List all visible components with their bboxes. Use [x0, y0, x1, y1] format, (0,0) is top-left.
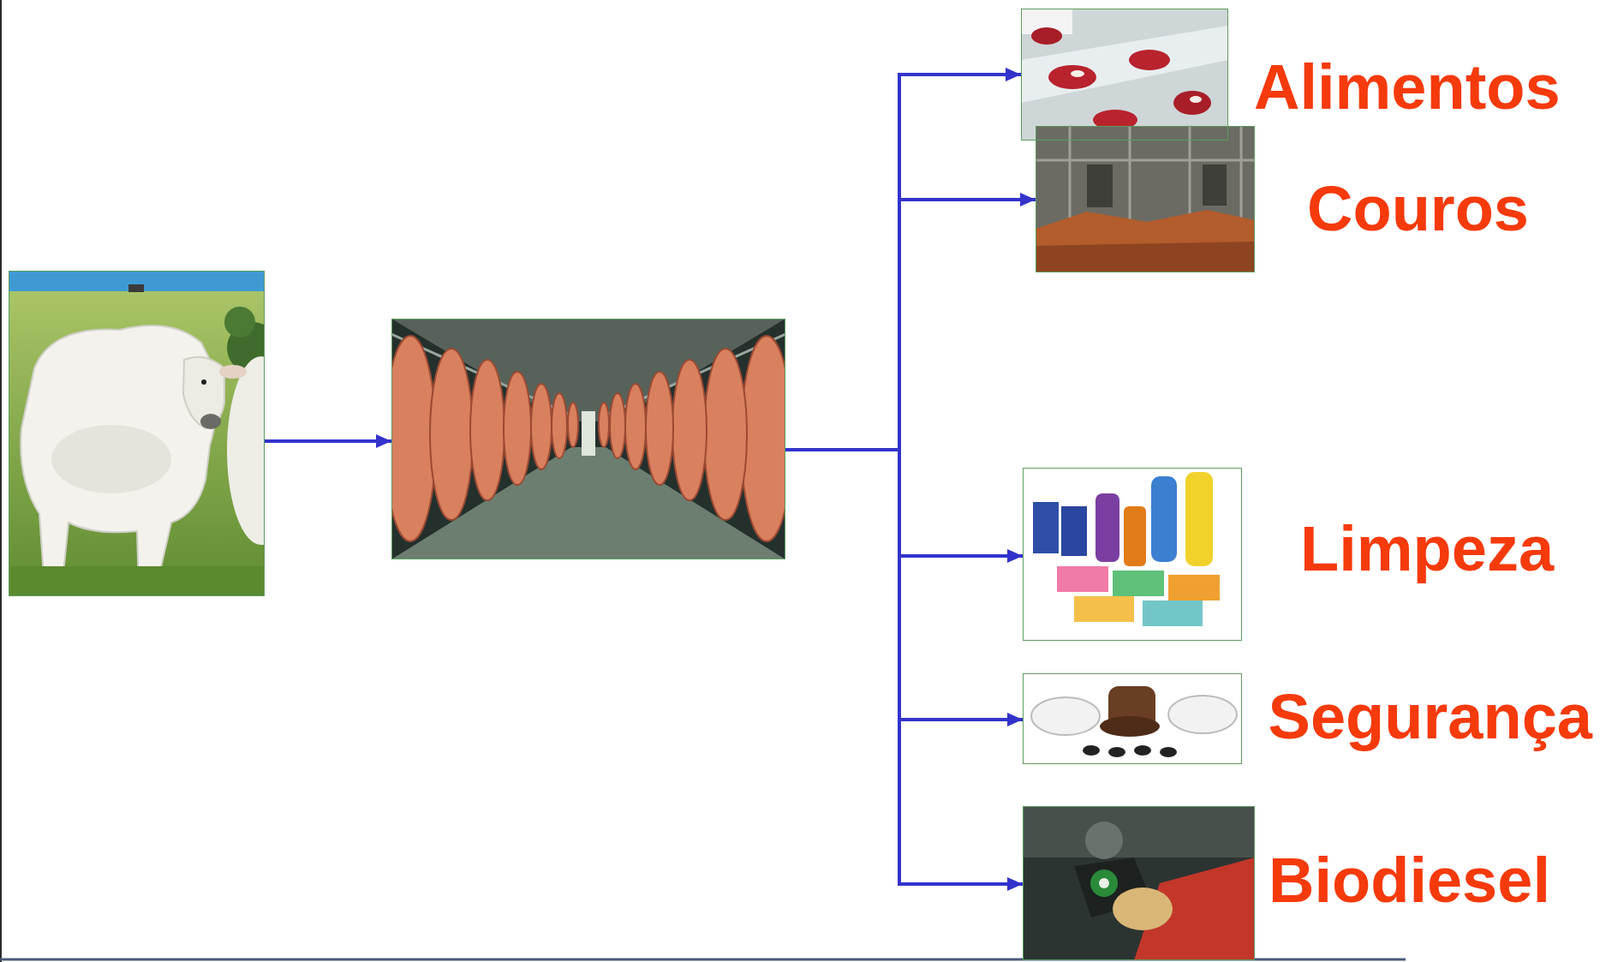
- shoes-background: [1022, 673, 1242, 765]
- carcass: [551, 393, 568, 459]
- product-label: Biodiesel: [1268, 843, 1551, 917]
- carcass: [429, 348, 473, 520]
- boot-sole: [1099, 716, 1160, 737]
- hut: [128, 284, 144, 293]
- bottle: [1185, 471, 1213, 567]
- carcass: [567, 402, 579, 448]
- car-panel: [1022, 805, 1255, 858]
- carcass-photo: [391, 318, 786, 560]
- food-background: [1020, 8, 1229, 141]
- flow-arrow: [785, 449, 1023, 720]
- frame-left-line: [0, 0, 2, 962]
- biodiesel-photo: Biodiesel: [1022, 805, 1255, 961]
- leather-photo: Couros: [1035, 125, 1255, 273]
- flow-arrow: [785, 199, 1036, 450]
- cow-photo: [8, 270, 265, 597]
- meat-cut: [1173, 90, 1212, 115]
- cow-shade: [51, 424, 172, 494]
- nozzle-ring: [1090, 869, 1118, 897]
- flow-arrow: [785, 449, 1023, 556]
- bottle: [1095, 493, 1120, 562]
- fuel-cap: [1085, 821, 1123, 860]
- cow-ear: [219, 364, 247, 379]
- carcass: [609, 393, 626, 459]
- carcass: [384, 335, 436, 542]
- cow-head: [183, 357, 225, 429]
- small-shoe: [1082, 745, 1100, 756]
- flow-arrow: [785, 74, 1021, 450]
- bottle: [1151, 476, 1177, 562]
- food-illustration: [1020, 8, 1229, 141]
- biodiesel-illustration: [1022, 805, 1255, 961]
- flow-arrow: [264, 439, 392, 443]
- carcass: [531, 383, 552, 470]
- rack: [1068, 125, 1072, 229]
- cow-eye: [201, 379, 207, 385]
- small-shoe: [1159, 746, 1177, 758]
- soap-bar: [1056, 566, 1109, 592]
- hanging-hide: [1202, 164, 1227, 206]
- leather-pile: [1035, 241, 1255, 273]
- carcass: [625, 383, 646, 470]
- cow-muzzle: [200, 413, 221, 430]
- pasture: [8, 291, 265, 597]
- car-background: [1022, 805, 1255, 961]
- meat-fat: [1189, 95, 1202, 103]
- soap-bar: [1112, 570, 1165, 597]
- carcass-row: [384, 335, 793, 542]
- soap-bar: [1142, 600, 1203, 627]
- carcass: [740, 335, 793, 542]
- bottle: [1123, 506, 1147, 567]
- leather-pile: [1035, 209, 1255, 273]
- cleaning-products-illustration: [1022, 467, 1242, 641]
- sky: [8, 270, 265, 292]
- white-shoe: [1031, 697, 1100, 735]
- powder-box: [1032, 501, 1059, 554]
- rack: [1035, 159, 1255, 162]
- white-shoe: [1168, 695, 1237, 734]
- meat-cut: [1048, 65, 1097, 90]
- carcass: [704, 348, 747, 520]
- cleaning-background: [1022, 467, 1242, 641]
- carcass: [503, 371, 532, 485]
- small-shoe: [1134, 745, 1152, 756]
- grass-foreground: [8, 566, 265, 597]
- small-shoe: [1108, 746, 1126, 758]
- rack: [1240, 125, 1243, 229]
- factory-background: [1035, 125, 1255, 273]
- tree: [224, 306, 256, 338]
- glove: [1112, 887, 1173, 931]
- product-label: Alimentos: [1253, 50, 1561, 124]
- carcass: [470, 359, 505, 501]
- flow-arrow: [785, 449, 1023, 884]
- product-label: Limpeza: [1300, 512, 1554, 586]
- carcass: [672, 359, 707, 501]
- soap-bar: [1168, 574, 1220, 601]
- hall-light: [581, 411, 596, 456]
- powder-box: [1061, 506, 1087, 556]
- meat-cut: [1128, 49, 1171, 71]
- food-photo: Alimentos: [1020, 8, 1229, 141]
- nozzle-ring: [1098, 877, 1110, 889]
- soap-bar: [1074, 596, 1135, 622]
- product-label: Couros: [1307, 172, 1529, 245]
- rack: [1128, 125, 1132, 229]
- carcass-hall-illustration: [384, 318, 793, 560]
- cow-illustration: [8, 270, 296, 597]
- leather-illustration: [1035, 125, 1255, 273]
- meat-cut: [1031, 27, 1063, 45]
- safety-shoes-illustration: [1022, 673, 1242, 765]
- cleaning-photo: Limpeza: [1022, 467, 1242, 641]
- carcass: [645, 371, 674, 485]
- hall-background: [391, 318, 786, 560]
- second-cow: [226, 356, 296, 545]
- meat-fat: [1070, 70, 1085, 78]
- carcass: [598, 402, 609, 448]
- safety-photo: Segurança: [1022, 673, 1242, 765]
- hanging-hide: [1086, 164, 1113, 208]
- product-label: Segurança: [1268, 680, 1593, 753]
